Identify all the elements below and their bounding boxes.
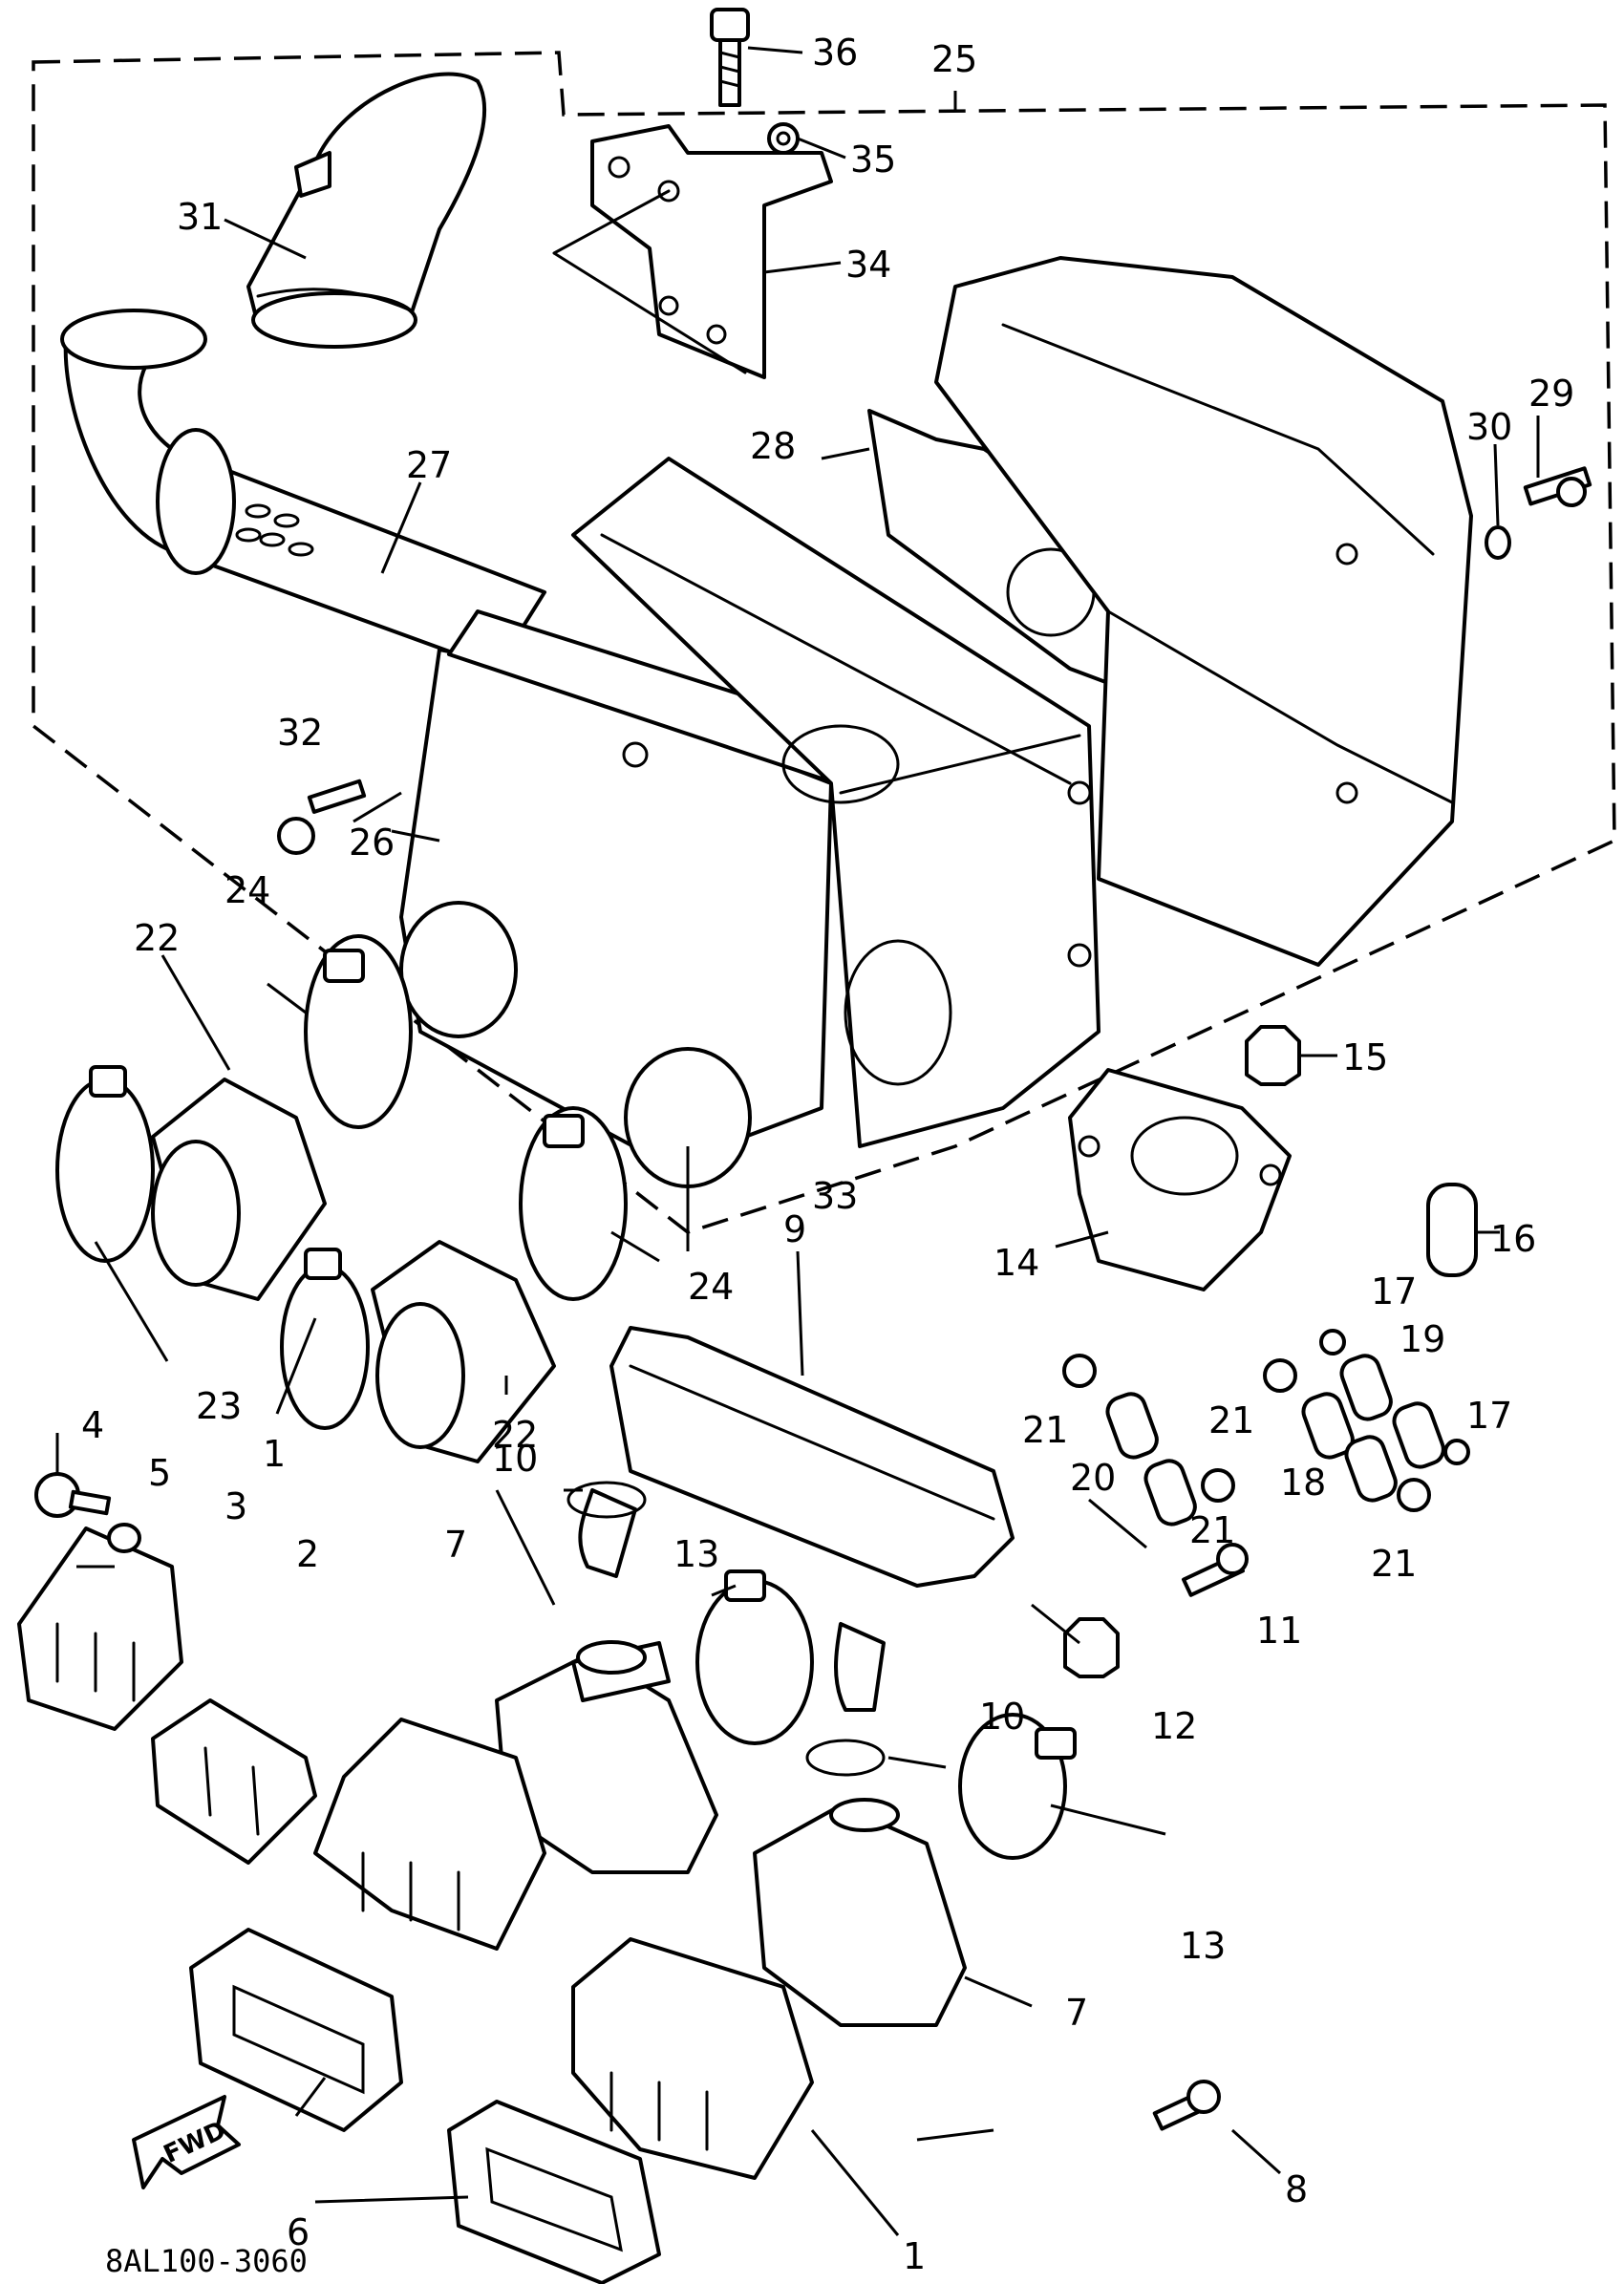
reed-valve-body-1-upper [313,1718,546,1951]
callout-21-b: 21 [1208,1399,1254,1441]
filter-16 [1426,1183,1478,1277]
nut-12 [1063,1617,1120,1678]
callout-1-lower: 1 [903,2235,926,2277]
callout-19: 19 [1400,1318,1445,1360]
callout-14: 14 [994,1242,1039,1284]
callout-31: 31 [177,196,223,238]
callout-30: 30 [1466,406,1512,448]
callout-34: 34 [845,244,891,286]
joint-22-upper [151,1078,327,1301]
silencer-case-33 [571,457,1100,1148]
callout-26: 26 [349,822,395,864]
bolt-32 [277,779,367,855]
callout-21-d: 21 [1371,1543,1417,1585]
callout-17-upper: 17 [1371,1270,1417,1313]
callout-9: 9 [783,1208,806,1250]
ring-10 [566,1481,886,1777]
clips-17-21 [1062,1329,1470,1512]
reed-valve-7-left [495,1640,718,1874]
callout-16: 16 [1490,1218,1536,1260]
callout-10-upper: 10 [492,1438,538,1480]
callout-11: 11 [1256,1610,1302,1652]
callout-1-upper: 1 [263,1433,286,1475]
callout-28: 28 [750,425,796,467]
bolt-8 [1152,2080,1221,2131]
reed-valve-7-right [753,1798,967,2027]
callout-35: 35 [850,139,896,181]
bracket-34 [552,124,833,379]
callout-labels: 36 25 35 34 31 27 28 30 29 32 26 24 22 3… [81,32,1574,2277]
assembly-25-outline [32,51,1616,1234]
callout-25: 25 [931,38,977,80]
callout-5: 5 [148,1452,171,1494]
callout-13-upper: 13 [673,1533,719,1575]
leader-lines [55,46,1540,2236]
callout-6: 6 [287,2211,310,2253]
gasket-6 [189,1928,661,2284]
reed-valve-body-1-lower [571,1937,814,2180]
fuel-component-14 [1068,1068,1292,1291]
silencer-9 [578,1326,1015,1712]
callout-8: 8 [1285,2168,1308,2210]
washer-5 [107,1523,141,1553]
elbow-tube-31 [246,72,487,349]
washer-30 [1485,525,1511,560]
clamp-13-upper [695,1569,814,1745]
bolt-4 [34,1472,112,1518]
reed-petal-2 [151,1698,317,1865]
nut-35 [767,122,800,155]
callout-24-lower: 24 [688,1266,734,1308]
clamp-13-lower [958,1713,1077,1860]
clamp-23 [55,1065,370,1430]
callout-23: 23 [196,1385,242,1427]
callout-22-upper: 22 [134,917,180,959]
callout-32: 32 [277,712,323,754]
silencer-pipe-27 [60,309,546,671]
callout-10-lower: 10 [979,1696,1025,1738]
drawing-code: 8AL100-3060 [105,2243,308,2279]
callout-36: 36 [812,32,858,74]
callout-2: 2 [296,1533,319,1575]
callout-20: 20 [1070,1457,1116,1499]
callout-12: 12 [1151,1705,1197,1747]
callout-24-upper: 24 [224,869,270,911]
joint-22-lower [371,1240,556,1463]
bolt-36 [710,8,750,107]
hose-18-19-20 [1105,1354,1445,1526]
callout-21-c: 21 [1189,1509,1235,1551]
callout-15: 15 [1342,1036,1388,1078]
callout-21-a: 21 [1022,1409,1068,1451]
bolt-29 [1523,466,1592,507]
clamp-24 [304,934,628,1301]
callout-4: 4 [81,1404,104,1446]
callout-7-upper: 7 [444,1524,467,1566]
callout-27: 27 [406,444,452,486]
silencer-body-26 [399,609,843,1188]
silencer-cover [934,256,1473,967]
callout-29: 29 [1528,373,1574,415]
callout-18: 18 [1280,1462,1326,1504]
forward-arrow: FWD [132,2095,241,2189]
callout-17-lower: 17 [1466,1395,1512,1437]
callout-33: 33 [812,1175,858,1217]
callout-7-lower: 7 [1065,1992,1088,2034]
callout-3: 3 [224,1485,247,1527]
callout-22-lower: 22 [492,1414,538,1456]
reed-stopper-3 [17,1526,183,1731]
cap-15 [1245,1025,1301,1086]
callout-13-lower: 13 [1180,1925,1226,1967]
bolt-11 [1182,1543,1249,1597]
